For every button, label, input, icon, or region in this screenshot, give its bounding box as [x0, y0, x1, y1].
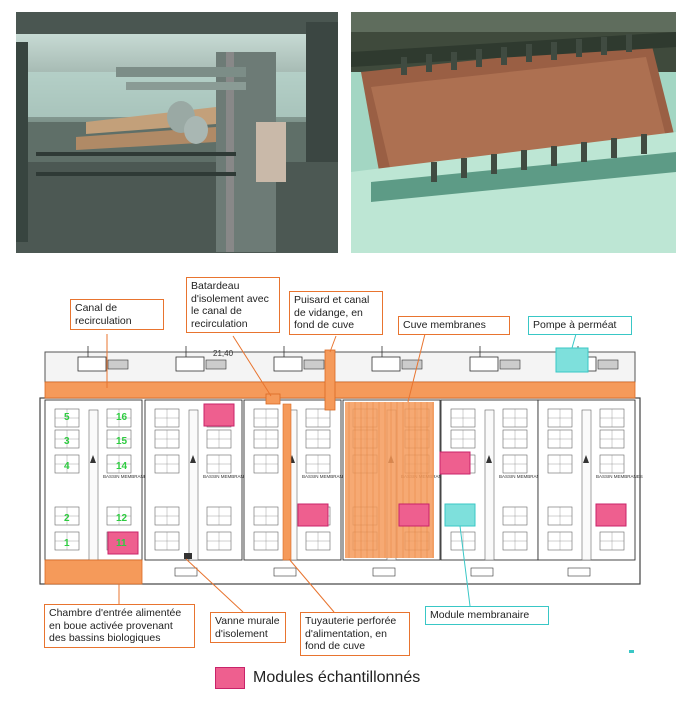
flow-arrow [90, 455, 96, 463]
module-number: 3 [64, 436, 70, 447]
legend: Modules échantillonnés [215, 665, 420, 691]
module-number: 15 [116, 436, 128, 447]
module-number: 1 [64, 538, 70, 549]
basin-label: BASSIN MEMBRANES [302, 474, 349, 479]
flow-arrow [190, 455, 196, 463]
callout-leader [407, 333, 426, 403]
sampled-module [595, 503, 627, 527]
callout-leader [232, 335, 272, 397]
sampled-module [203, 403, 235, 427]
wall-valve [184, 553, 192, 559]
basin-label: BASSIN MEMBRANES [499, 474, 546, 479]
module-number: 16 [116, 412, 128, 423]
flow-arrow [583, 455, 589, 463]
callout-cuve-membranes: Cuve membranes [398, 316, 510, 335]
callout-module-membranaire: Module membranaire [425, 606, 549, 625]
membrane-module-cyan [444, 503, 476, 527]
basin-outlet-box [372, 567, 396, 577]
module-number: 2 [64, 513, 70, 524]
recirculation-canal [44, 381, 636, 399]
basin-central-channel [581, 409, 592, 561]
pump-unit [273, 356, 303, 372]
module-number: 14 [116, 461, 128, 472]
sampled-module [398, 503, 430, 527]
module-number: 5 [64, 412, 70, 423]
permeate-pump [555, 347, 589, 373]
perforated-feed-pipe [282, 403, 292, 561]
callout-leader [185, 558, 244, 613]
basin-outlet-box [273, 567, 297, 577]
callout-batardeau: Batardeau d'isolement avec le canal de r… [186, 277, 280, 333]
module-number: 4 [64, 461, 70, 472]
callout-leader [459, 525, 471, 607]
pump-unit [371, 356, 401, 372]
sampled-module [297, 503, 329, 527]
basin-central-channel [88, 409, 99, 561]
basin-outlet-box [174, 567, 198, 577]
batardeau-isolation [265, 393, 281, 405]
pump-motor [303, 359, 325, 370]
pump-unit [77, 356, 107, 372]
puisard-canal [324, 349, 336, 411]
module-number: 11 [116, 538, 127, 549]
pump-motor [499, 359, 521, 370]
basin-outlet-box [470, 567, 494, 577]
pump-motor [205, 359, 227, 370]
callout-leader [571, 333, 577, 349]
top-equipment-band [44, 351, 636, 383]
flow-arrow [486, 455, 492, 463]
corner-marker [629, 650, 634, 653]
elevation-label: 21,40 [213, 349, 234, 358]
callout-chambre-entree: Chambre d'entrée alimentée en boue activ… [44, 604, 195, 648]
pump-unit [175, 356, 205, 372]
photo-pipe-gallery [16, 12, 338, 253]
basin-label: BASSIN MEMBRANES [596, 474, 643, 479]
callout-canal-recirculation: Canal de recirculation [70, 299, 164, 330]
sampled-module [439, 451, 471, 475]
callout-pompe-permeat: Pompe à perméat [528, 316, 632, 335]
entry-chamber [44, 559, 143, 585]
basin-central-channel [188, 409, 199, 561]
cuve-membranes-highlight [345, 402, 434, 558]
legend-label: Modules échantillonnés [253, 669, 421, 686]
photo-membrane-module [351, 12, 676, 253]
module-number: 12 [116, 513, 128, 524]
callout-leader [288, 558, 335, 613]
callout-tuyauterie: Tuyauterie perforée d'alimentation, en f… [300, 612, 410, 656]
basin-label: BASSIN MEMBRANES [203, 474, 250, 479]
pump-unit [469, 356, 499, 372]
pump-motor [597, 359, 619, 370]
sampled-module [107, 531, 139, 555]
pump-motor [401, 359, 423, 370]
basin-central-channel [484, 409, 495, 561]
callout-vanne-murale: Vanne murale d'isolement [210, 612, 286, 643]
legend-swatch-sampled [215, 667, 245, 689]
pump-motor [107, 359, 129, 370]
basin-label: BASSIN MEMBRANES [103, 474, 150, 479]
callout-puisard: Puisard et canal de vidange, en fond de … [289, 291, 383, 335]
callout-leader [329, 335, 337, 353]
basin-outlet-box [567, 567, 591, 577]
